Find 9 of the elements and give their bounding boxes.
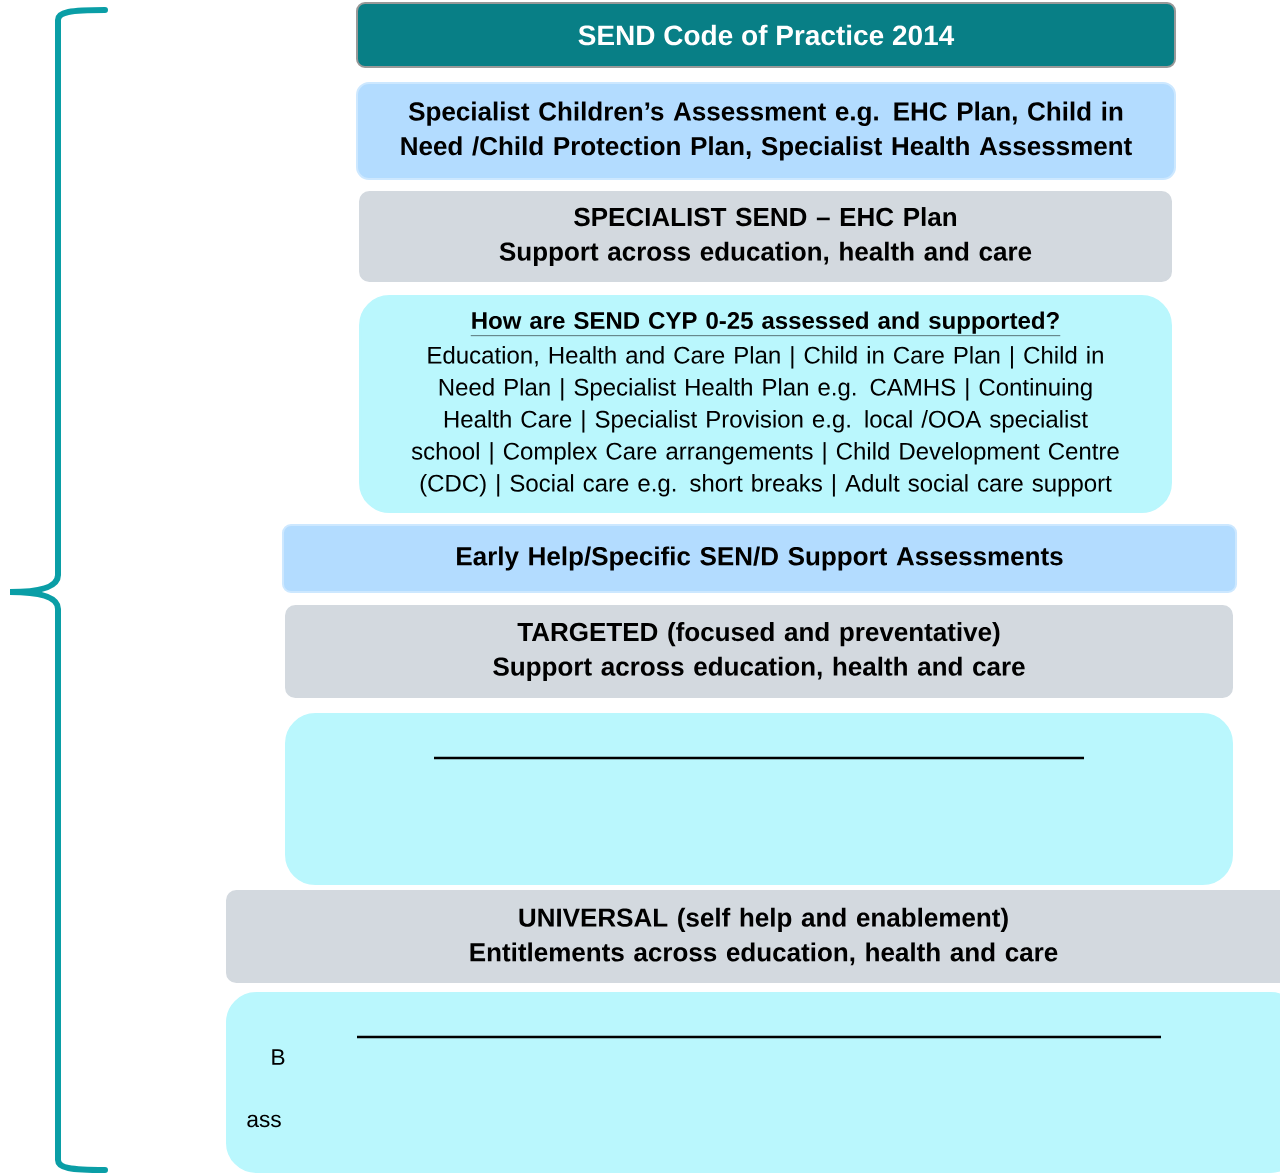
side-text: B bbox=[272, 1049, 285, 1065]
tier-box: TARGETED (focused and preventative) Support across education, health and care bbox=[285, 605, 1233, 698]
side-text: ass bbox=[247, 1114, 281, 1128]
assessment-box: Specialist Children’s Assessment e.g. EHC Plan, Child in Need /Child Protection Plan, Specialist Health Assessment bbox=[356, 82, 1176, 180]
tier-box: UNIVERSAL (self help and enablement) Entitlements across education, health and care bbox=[225, 890, 1280, 983]
title-banner: SEND Code of Practice 2014 bbox=[356, 2, 1176, 68]
assessment-box: Early Help/Specific SEN/D Support Assessments bbox=[281, 524, 1238, 593]
tier-box: SPECIALIST SEND – EHC Plan Support across education, health and care bbox=[359, 190, 1172, 283]
info-box: How are SEND CYP 0-25 assessed and supported? Education, Health and Care Plan | Child in Care Plan | Child in Need Plan | Specialist Health Plan e.g. CAMHS | Continuing Health Care | Specialist Provision e.g. local /OOA specialist school | Complex Care arrangements | Child Development Centre (CDC) | Social care e.g. short breaks | Adult social care support bbox=[359, 295, 1172, 513]
